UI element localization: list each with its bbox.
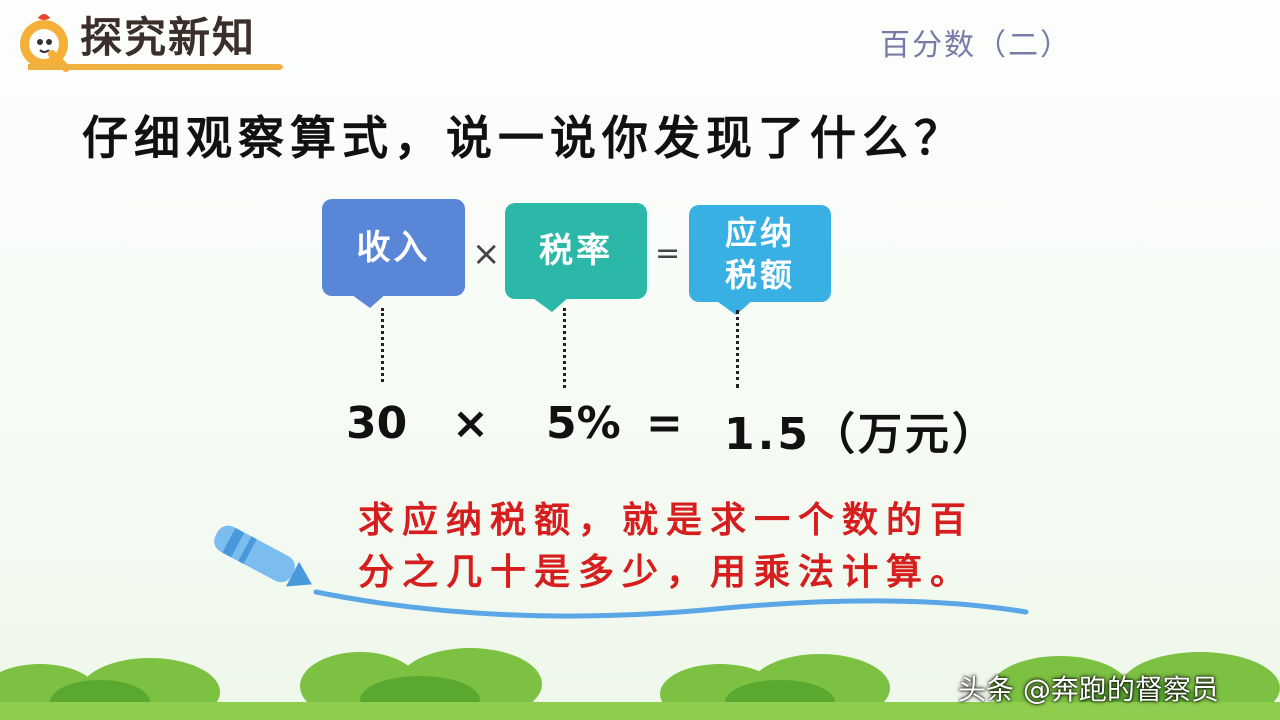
- tax-box: 应纳 税额: [689, 205, 831, 302]
- tax-pointer: [714, 299, 754, 315]
- rate-value: 5%: [546, 398, 621, 449]
- question-text: 仔细观察算式，说一说你发现了什么？: [82, 111, 966, 165]
- tax-label-line1: 应纳: [724, 213, 795, 252]
- title-underline: [28, 64, 283, 70]
- note-line-1: 求应纳税额，就是求一个数的百: [358, 499, 975, 541]
- dotted-connector: [736, 310, 739, 388]
- conclusion-note: 求应纳税额，就是求一个数的百 分之几十是多少，用乘法计算。: [358, 494, 1038, 598]
- result-value: 1.5（万元）: [724, 409, 999, 460]
- equals-operator: =: [655, 236, 681, 271]
- lesson-title: 百分数（二）: [880, 28, 1072, 63]
- times-sign: ×: [452, 398, 489, 449]
- income-label: 收入: [356, 227, 431, 268]
- dotted-connector: [381, 308, 384, 382]
- tax-label-line2: 税额: [724, 255, 795, 294]
- rate-label: 税率: [539, 231, 613, 271]
- income-value: 30: [346, 398, 408, 449]
- grass-decoration: [0, 648, 1280, 720]
- pen-icon: [214, 525, 1029, 619]
- equals-sign: =: [646, 398, 683, 449]
- income-box: 收入: [322, 199, 465, 296]
- income-pointer: [348, 292, 388, 308]
- rate-pointer: [530, 296, 570, 312]
- rate-box: 税率: [505, 203, 647, 299]
- note-line-2: 分之几十是多少，用乘法计算。: [358, 551, 975, 593]
- section-title: 探究新知: [80, 13, 257, 62]
- watermark-text: 头条 @奔跑的督察员: [958, 673, 1219, 706]
- times-operator: ×: [472, 234, 501, 274]
- dotted-connector: [563, 308, 566, 388]
